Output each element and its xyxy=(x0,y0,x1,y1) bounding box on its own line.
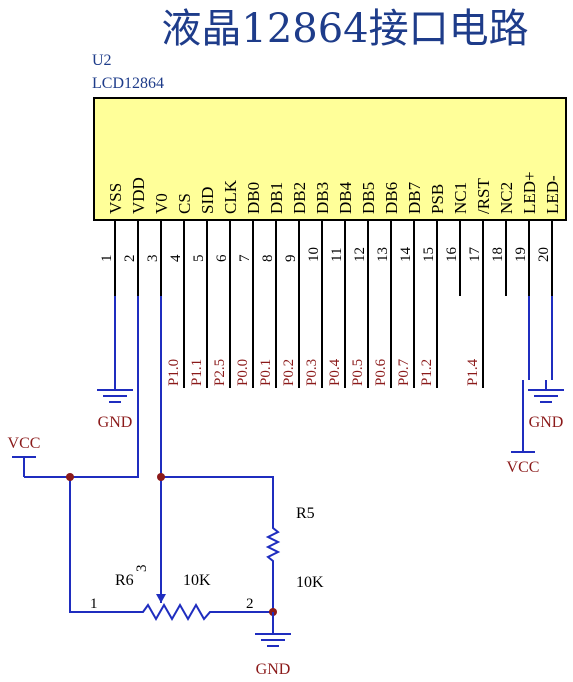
net-label-9: P0.2 xyxy=(281,359,297,386)
pin-name-db5: DB5 xyxy=(359,182,378,214)
net-label-7: P0.0 xyxy=(235,359,251,386)
pin-number-2: 2 xyxy=(122,255,138,263)
net-label-5: P1.1 xyxy=(189,359,205,386)
pin-name-v0: V0 xyxy=(152,193,171,214)
pin-name-db3: DB3 xyxy=(313,182,332,214)
pin-number-5: 5 xyxy=(191,255,207,263)
r6-pin-3: 3 xyxy=(134,565,150,573)
vcc-label-bottom: VCC xyxy=(507,459,540,476)
net-label-6: P2.5 xyxy=(212,359,228,386)
pin-name-nc1: NC1 xyxy=(451,182,470,214)
net-label-4: P1.0 xyxy=(166,359,182,386)
net-label-15: P1.2 xyxy=(419,359,435,386)
pin-name-nc2: NC2 xyxy=(497,182,516,214)
pin-number-11: 11 xyxy=(329,248,345,262)
pin-number-17: 17 xyxy=(467,247,483,263)
pin-number-9: 9 xyxy=(283,255,299,263)
pin-number-4: 4 xyxy=(168,254,184,262)
designator-label: U2 xyxy=(92,52,112,69)
pin-name-db4: DB4 xyxy=(336,181,355,214)
schematic-title: 液晶12864接口电路 xyxy=(161,6,528,52)
pin-name-db0: DB0 xyxy=(244,182,263,214)
pin-number-7: 7 xyxy=(237,254,253,262)
pin-number-6: 6 xyxy=(214,254,230,262)
part-label: LCD12864 xyxy=(92,75,164,92)
vcc-symbol-left xyxy=(12,456,36,477)
pin-number-8: 8 xyxy=(260,255,276,263)
pin-name-led: LED+ xyxy=(520,171,539,214)
pin-name-db1: DB1 xyxy=(267,182,286,214)
r5-value: 10K xyxy=(296,574,324,591)
pin-name-vdd: VDD xyxy=(129,177,148,214)
pin-name-psb: PSB xyxy=(428,184,447,214)
v0-wires xyxy=(156,380,274,603)
vcc-label-left: VCC xyxy=(8,435,41,452)
pin-number-1: 1 xyxy=(99,255,115,263)
net-label-11: P0.4 xyxy=(327,358,343,386)
pin-name-clk: CLK xyxy=(221,179,240,214)
r6-pin-2: 2 xyxy=(246,596,254,612)
gnd-symbol-right xyxy=(528,380,564,403)
r6-name: R6 xyxy=(115,572,134,589)
pin-number-19: 19 xyxy=(513,247,529,262)
lcd-module-body xyxy=(93,97,567,221)
pin-number-20: 20 xyxy=(536,247,552,262)
gnd-label-bottom: GND xyxy=(256,661,291,678)
pin-number-14: 14 xyxy=(398,247,414,263)
pin-number-13: 13 xyxy=(375,247,391,262)
net-label-17: P1.4 xyxy=(465,358,481,386)
gnd-symbol-bottom xyxy=(255,608,291,647)
pin-name-vss: VSS xyxy=(106,183,125,214)
vcc-symbol-bottom xyxy=(511,380,535,453)
pin-number-10: 10 xyxy=(306,247,322,262)
r6-potentiometer xyxy=(137,602,273,622)
net-label-10: P0.3 xyxy=(304,359,320,386)
pin-number-18: 18 xyxy=(490,247,506,262)
pin-name-db7: DB7 xyxy=(405,181,424,214)
pin-number-12: 12 xyxy=(352,247,368,262)
r5-name: R5 xyxy=(296,505,315,522)
pin-name-db6: DB6 xyxy=(382,182,401,214)
r6-pin-1: 1 xyxy=(90,596,98,612)
pin-name-db2: DB2 xyxy=(290,182,309,214)
gnd-symbol-left xyxy=(97,380,133,403)
gnd-label-right: GND xyxy=(529,414,564,431)
pin-number-3: 3 xyxy=(145,255,161,263)
pin-number-16: 16 xyxy=(444,247,460,263)
pin-name-sid: SID xyxy=(198,187,217,214)
net-label-13: P0.6 xyxy=(373,358,389,386)
vcc-wires xyxy=(24,380,139,613)
gnd-label-left: GND xyxy=(98,414,133,431)
net-label-12: P0.5 xyxy=(350,359,366,386)
pin-name-rst: /RST xyxy=(474,177,493,214)
pin-number-15: 15 xyxy=(421,247,437,262)
pin-name-cs: CS xyxy=(175,193,194,214)
r5-resistor xyxy=(265,522,281,612)
pin-name-led: LED- xyxy=(543,175,562,214)
net-label-8: P0.1 xyxy=(258,359,274,386)
net-label-14: P0.7 xyxy=(396,358,412,386)
pin-group: VSS 1 VDD 2 V0 3 CS 4P1.0 SID 5P1.1 CLK 6P2.5 DB0 7P0… xyxy=(99,171,562,388)
r6-value: 10K xyxy=(183,572,211,589)
